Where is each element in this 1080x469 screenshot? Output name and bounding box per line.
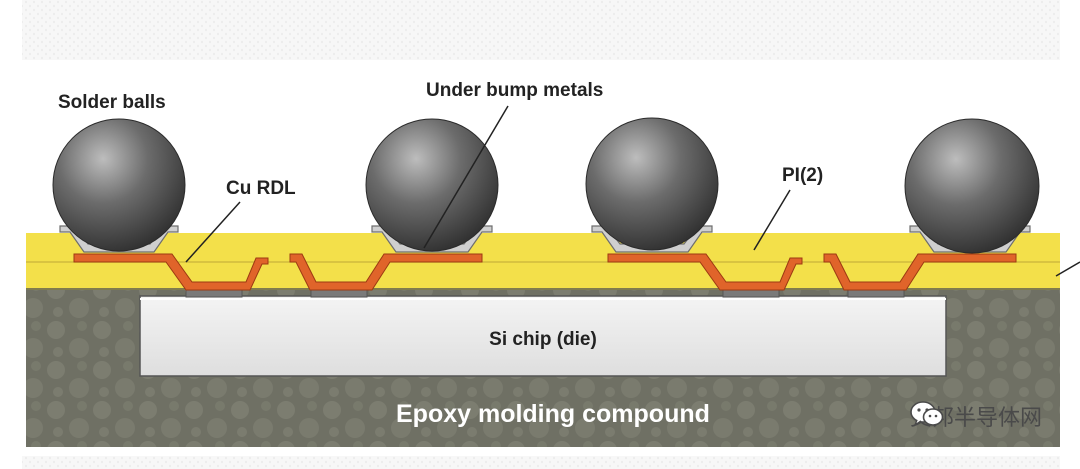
label-solder-balls: Solder balls xyxy=(58,92,166,113)
solder-ball xyxy=(52,118,186,252)
rdl-trace xyxy=(289,253,483,291)
solder-ball xyxy=(585,117,719,251)
cu-rdl-traces xyxy=(73,253,1017,291)
label-under-bump-metals: Under bump metals xyxy=(426,80,603,101)
ubm xyxy=(371,225,493,253)
label-cu-rdl: Cu RDL xyxy=(226,178,296,199)
label-si-chip: Si chip (die) xyxy=(489,329,597,350)
rdl-trace xyxy=(73,253,269,291)
solder-ball xyxy=(365,118,499,252)
rdl-trace xyxy=(607,253,803,291)
label-pi2: PI(2) xyxy=(782,165,823,186)
ubm xyxy=(59,225,179,253)
rdl-trace xyxy=(823,253,1017,291)
leader-ubm xyxy=(423,105,509,249)
watermark: 艾邦半导体网 xyxy=(910,400,1042,432)
bottom-texture xyxy=(22,456,1060,469)
leader-edge xyxy=(1055,261,1080,277)
wechat-icon xyxy=(910,401,944,427)
leader-lines xyxy=(185,105,1080,277)
leader-pi2 xyxy=(753,189,791,251)
leader-cu-rdl xyxy=(185,201,241,263)
solder-ball xyxy=(904,118,1040,254)
si-chip xyxy=(139,295,947,377)
top-texture xyxy=(22,0,1060,60)
label-epoxy: Epoxy molding compound xyxy=(396,400,710,428)
solder-balls xyxy=(52,117,1040,254)
ubm xyxy=(591,225,713,253)
